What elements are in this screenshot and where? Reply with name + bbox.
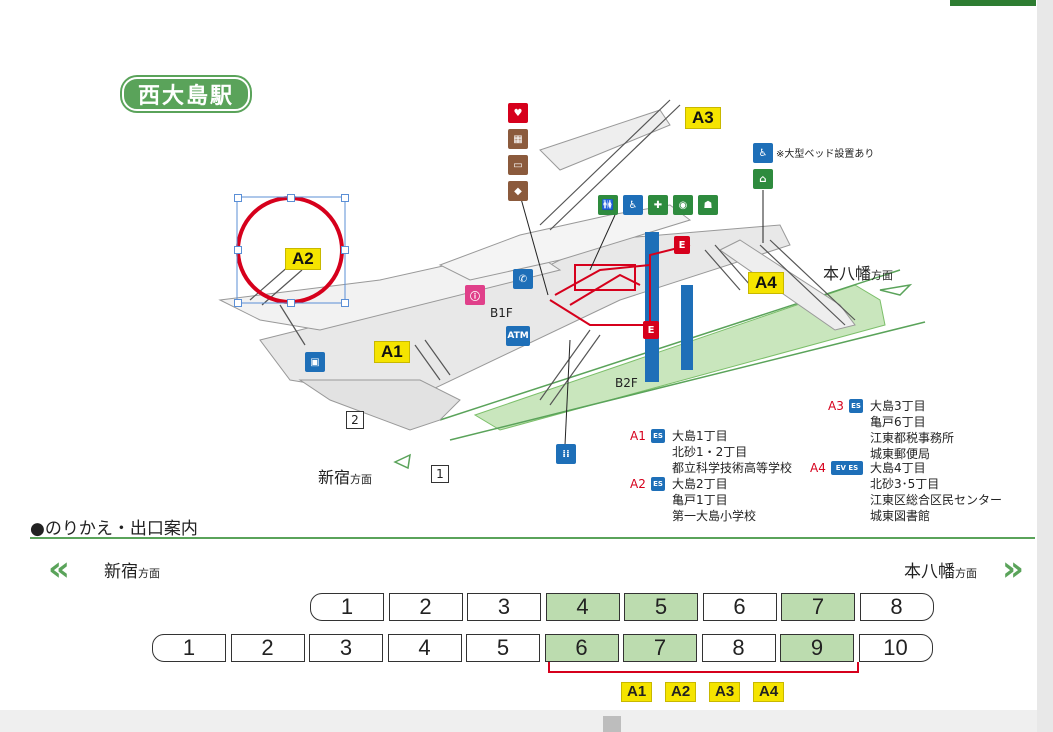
floor-b2-label: B2F (615, 376, 638, 390)
exit-bracket (548, 662, 859, 673)
wheelchair-icon: ♿ (623, 195, 643, 215)
info-icon: ⓘ (465, 285, 485, 305)
train-car: 3 (467, 593, 541, 621)
ticket-machine-icon: ◆ (508, 181, 528, 201)
train-car: 5 (466, 634, 540, 662)
resize-handle[interactable] (234, 194, 242, 202)
top-accent-bar (950, 0, 1036, 6)
aed-icon: ♥ (508, 103, 528, 123)
exit-a4-label: A4 (748, 272, 784, 294)
elevator-escalator-icon: EV ES (831, 461, 863, 475)
vertical-scrollbar[interactable] (1037, 0, 1053, 732)
train-car: 3 (309, 634, 383, 662)
transfer-section-title: ●のりかえ・出口案内 (30, 519, 198, 539)
car-exit-a3: A3 (709, 682, 741, 702)
resize-handle[interactable] (234, 246, 242, 254)
exit-a2-label: A2 (285, 248, 321, 270)
scrollbar-thumb[interactable] (603, 716, 621, 732)
car-exit-a2: A2 (665, 682, 697, 702)
care-bed-icon: ⌂ (753, 169, 773, 189)
station-name: 西大島駅 (122, 77, 250, 111)
chevron-right-icon: » (1002, 549, 1024, 589)
braille-map-icon: ⁞⁞ (556, 444, 576, 464)
train-car: 2 (230, 634, 305, 662)
exit-a1-label: A1 (374, 341, 410, 363)
train-car: 6 (702, 593, 777, 621)
train-car: 6 (544, 634, 619, 662)
train-car: 7 (623, 634, 697, 662)
section-divider (30, 537, 1035, 539)
train-car: 7 (781, 593, 855, 621)
direction-motoyawata-map: 本八幡方面 (823, 264, 894, 283)
ostomate-icon: ✚ (648, 195, 668, 215)
station-map (218, 99, 926, 470)
braille-fare-icon: ▦ (508, 129, 528, 149)
car-exit-a4: A4 (753, 682, 785, 702)
train-car: 8 (859, 593, 934, 621)
phone-icon: ✆ (513, 269, 533, 289)
platform-number: 1 (431, 465, 449, 483)
train-car: 4 (545, 593, 620, 621)
direction-motoyawata: 本八幡方面 (904, 562, 977, 582)
chevron-left-icon: « (48, 549, 70, 589)
resize-handle[interactable] (287, 299, 295, 307)
escalator-icon: ES (651, 477, 665, 491)
direction-shinjuku: 新宿方面 (104, 562, 160, 582)
train-car: 5 (624, 593, 698, 621)
baby-seat-icon: ◉ (673, 195, 693, 215)
locker-icon: ▭ (508, 155, 528, 175)
diaper-change-icon: ☗ (698, 195, 718, 215)
escalator-icon: ES (849, 399, 863, 413)
resize-handle[interactable] (341, 194, 349, 202)
exit-a3-label: A3 (685, 107, 721, 129)
escalator-icon: ES (651, 429, 665, 443)
platform-number: 2 (346, 411, 364, 429)
resize-handle[interactable] (287, 194, 295, 202)
elevator-icon: E (643, 321, 659, 339)
atm-icon: ATM (506, 326, 530, 346)
train-car: 9 (780, 634, 854, 662)
restroom-icon: 🚻 (598, 195, 618, 215)
train-car: 10 (858, 634, 933, 662)
resize-handle[interactable] (234, 299, 242, 307)
car-exit-a1: A1 (621, 682, 653, 702)
train-car: 8 (701, 634, 776, 662)
elevator-icon: E (674, 236, 690, 254)
resize-handle[interactable] (341, 246, 349, 254)
accessible-toilet-icon: ♿ (753, 143, 773, 163)
horizontal-scrollbar[interactable] (0, 710, 1037, 732)
facility-note: ※大型ベッド設置あり (776, 149, 875, 160)
train-car: 1 (152, 634, 226, 662)
direction-shinjuku-map: 新宿方面 (318, 468, 373, 487)
train-car: 1 (310, 593, 384, 621)
floor-b1-label: B1F (490, 306, 513, 320)
coin-locker-icon: ▣ (305, 352, 325, 372)
train-car: 4 (387, 634, 462, 662)
resize-handle[interactable] (341, 299, 349, 307)
train-car: 2 (388, 593, 463, 621)
